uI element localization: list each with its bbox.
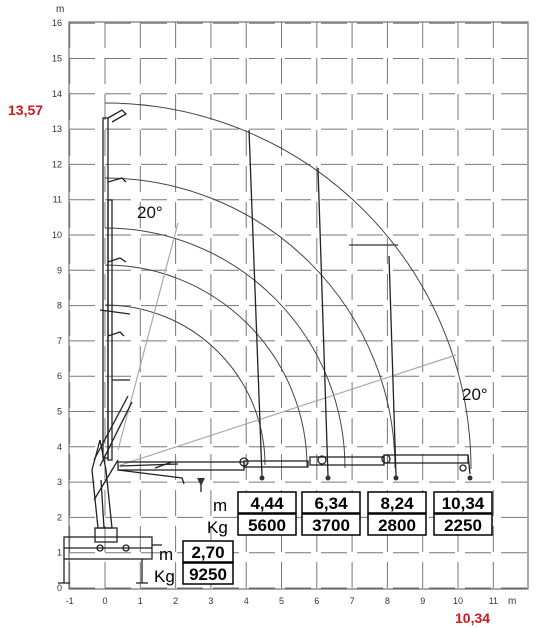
crane-column — [91, 439, 113, 529]
y-tick-label: 5 — [57, 407, 62, 417]
load-reach-value-box — [367, 491, 427, 514]
reach-arc-3 — [104, 227, 346, 469]
load-reach-value-box — [182, 540, 234, 563]
load-unit-label: m — [159, 545, 173, 564]
x-tick-label: 1 — [138, 596, 143, 606]
load-unit-label: m — [213, 496, 227, 515]
x-tick-label: 2 — [173, 596, 178, 606]
load-unit-label: Kg — [207, 518, 228, 537]
max-reach-label: 10,34 — [455, 610, 490, 626]
load-weight-value: 9250 — [189, 565, 227, 584]
y-tick-label: 2 — [57, 512, 62, 522]
x-tick-label: 5 — [279, 596, 284, 606]
y-tick-label: 0 — [57, 583, 62, 593]
load-reach-value: 4,44 — [250, 494, 284, 513]
load-reach-value: 10,34 — [442, 494, 485, 513]
y-tick-label: 13 — [52, 124, 62, 134]
reach-arcs — [104, 102, 472, 470]
angle-line-vertical — [117, 222, 179, 451]
y-tick-label: 7 — [57, 336, 62, 346]
load-weight-value-box — [237, 513, 297, 536]
boom-horizontal-2 — [243, 460, 309, 468]
hook-line-3 — [317, 167, 329, 477]
x-tick-label: 10 — [453, 596, 463, 606]
angle-label-right: 20° — [462, 385, 488, 404]
x-tick-labels: -1 0 1 2 3 4 5 6 7 8 9 10 11 — [66, 596, 498, 606]
x-tick-label: -1 — [66, 596, 74, 606]
y-tick-label: 14 — [52, 89, 62, 99]
y-tick-label: 9 — [57, 265, 62, 275]
y-tick-label: 6 — [57, 371, 62, 381]
load-reach-value-box — [301, 491, 361, 514]
max-height-label: 13,57 — [8, 102, 43, 118]
load-reach-value-box — [433, 491, 493, 514]
load-weight-value-box — [367, 513, 427, 536]
hook-marks — [197, 475, 473, 486]
y-tick-label: 8 — [57, 301, 62, 311]
load-weight-value: 2800 — [378, 516, 416, 535]
hook-line-2 — [248, 129, 263, 477]
x-tick-label: 3 — [208, 596, 213, 606]
x-tick-label: 9 — [420, 596, 425, 606]
x-tick-label: 6 — [314, 596, 319, 606]
crane-drawing — [58, 109, 471, 584]
load-weight-value: 3700 — [312, 516, 350, 535]
load-unit-label: Kg — [154, 567, 175, 586]
boom-horizontal-4 — [383, 454, 469, 464]
load-weight-value-box — [182, 562, 234, 585]
y-tick-label: 1 — [57, 548, 62, 558]
y-tick-label: 4 — [57, 442, 62, 452]
x-unit-label: m — [508, 596, 516, 607]
load-table: mKg2,709250mKg4,4456006,3437008,24280010… — [154, 491, 493, 586]
load-weight-value-box — [433, 513, 493, 536]
y-tick-label: 3 — [57, 477, 62, 487]
y-tick-label: 12 — [52, 159, 62, 169]
y-tick-label: 15 — [52, 54, 62, 64]
load-reach-value: 2,70 — [191, 543, 224, 562]
reach-arc-outer — [104, 102, 472, 470]
boom-section-2 — [107, 199, 113, 461]
reach-arc-4 — [104, 264, 308, 468]
x-tick-label: 4 — [244, 596, 249, 606]
load-weight-value: 2250 — [444, 516, 482, 535]
hook-line-4 — [388, 255, 397, 477]
x-tick-label: 8 — [385, 596, 390, 606]
load-weight-value: 5600 — [248, 516, 286, 535]
x-tick-label: 7 — [350, 596, 355, 606]
x-tick-label: 0 — [102, 596, 107, 606]
load-reach-value: 6,34 — [314, 494, 348, 513]
angle-label-top: 20° — [137, 203, 163, 222]
x-tick-label: 11 — [489, 596, 498, 606]
y-tick-label: 16 — [52, 18, 62, 28]
reach-arc-2 — [104, 177, 396, 469]
load-weight-value-box — [301, 513, 361, 536]
reach-arc-5 — [104, 304, 266, 466]
y-tick-label: 10 — [52, 230, 62, 240]
load-reach-value-box — [237, 491, 297, 514]
y-unit-label: m — [56, 4, 64, 15]
y-tick-label: 11 — [53, 195, 62, 205]
angle-line-horizontal — [117, 354, 457, 467]
load-reach-value: 8,24 — [380, 494, 414, 513]
angle-lines — [117, 222, 457, 467]
